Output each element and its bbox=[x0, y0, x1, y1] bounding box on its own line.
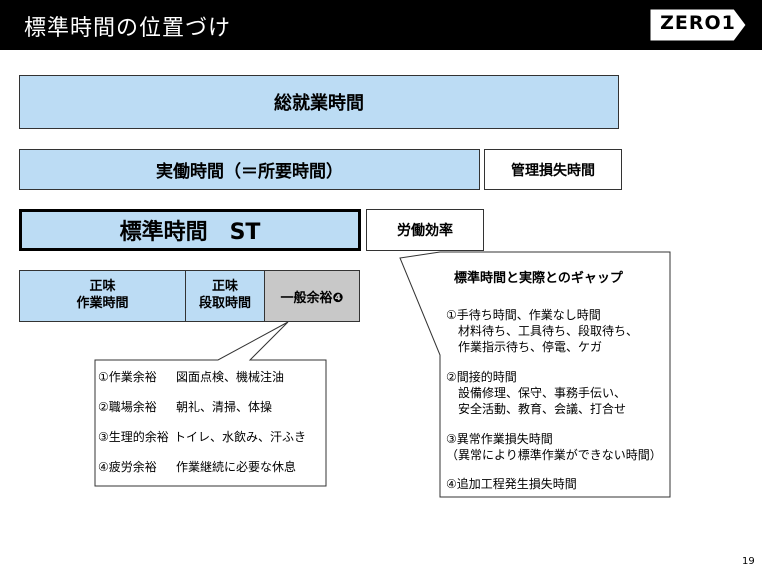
header-bar bbox=[0, 0, 762, 50]
gap-item-2-lines: 設備修理、保守、事務手伝い、 安全活動、教育、会議、打合せ bbox=[458, 386, 627, 417]
allowance-callout-shape bbox=[94, 321, 327, 487]
standard-time-box: 標準時間 ST bbox=[19, 209, 361, 251]
net-work-time-box: 正味 作業時間 bbox=[19, 270, 186, 322]
net-setup-time-line2: 段取時間 bbox=[198, 296, 251, 311]
logo-text: ZERO1 bbox=[660, 12, 736, 34]
allowance-item-3-detail: トイレ、水飲み、汗ふき bbox=[174, 430, 307, 444]
allowance-item-2-detail: 朝礼、清掃、体操 bbox=[176, 400, 273, 414]
page-title: 標準時間の位置づけ bbox=[24, 16, 232, 41]
net-setup-time-line1: 正味 bbox=[211, 279, 238, 295]
page-number: 19 bbox=[742, 556, 755, 567]
gap-item-3-lines: （異常により標準作業ができない時間） bbox=[446, 448, 662, 462]
gap-item-4-heading: ④追加工程発生損失時間 bbox=[446, 477, 577, 491]
net-setup-time-box: 正味 段取時間 bbox=[185, 270, 265, 322]
gap-callout-shape bbox=[399, 251, 671, 498]
gap-item-1-lines: 材料待ち、工具待ち、段取待ち、 作業指示待ち、停電、ケガ bbox=[458, 324, 639, 355]
management-loss-time-box: 管理損失時間 bbox=[484, 149, 622, 190]
net-work-time-line2: 作業時間 bbox=[76, 296, 129, 311]
total-working-time-box: 総就業時間 bbox=[19, 75, 619, 129]
logo-badge bbox=[650, 9, 746, 41]
labor-efficiency-box: 労働効率 bbox=[366, 209, 484, 251]
allowance-item-4-detail: 作業継続に必要な休息 bbox=[176, 460, 297, 474]
gap-item-3-heading: ③異常作業損失時間 bbox=[446, 432, 553, 446]
allowance-item-1-name: ①作業余裕 bbox=[98, 370, 157, 384]
general-allowance-box: 一般余裕❹ bbox=[264, 270, 360, 322]
allowance-item-3-name: ③生理的余裕 bbox=[98, 430, 169, 444]
net-work-time-line1: 正味 bbox=[89, 279, 116, 295]
gap-callout-title: 標準時間と実際とのギャップ bbox=[454, 271, 623, 286]
allowance-item-2-name: ②職場余裕 bbox=[98, 400, 157, 414]
allowance-item-4-name: ④疲労余裕 bbox=[98, 460, 157, 474]
gap-item-2-heading: ②間接的時間 bbox=[446, 370, 517, 384]
actual-working-time-box: 実働時間（＝所要時間） bbox=[19, 149, 480, 190]
allowance-item-1-detail: 図面点検、機械注油 bbox=[176, 370, 285, 384]
gap-item-1-heading: ①手待ち時間、作業なし時間 bbox=[446, 308, 601, 322]
